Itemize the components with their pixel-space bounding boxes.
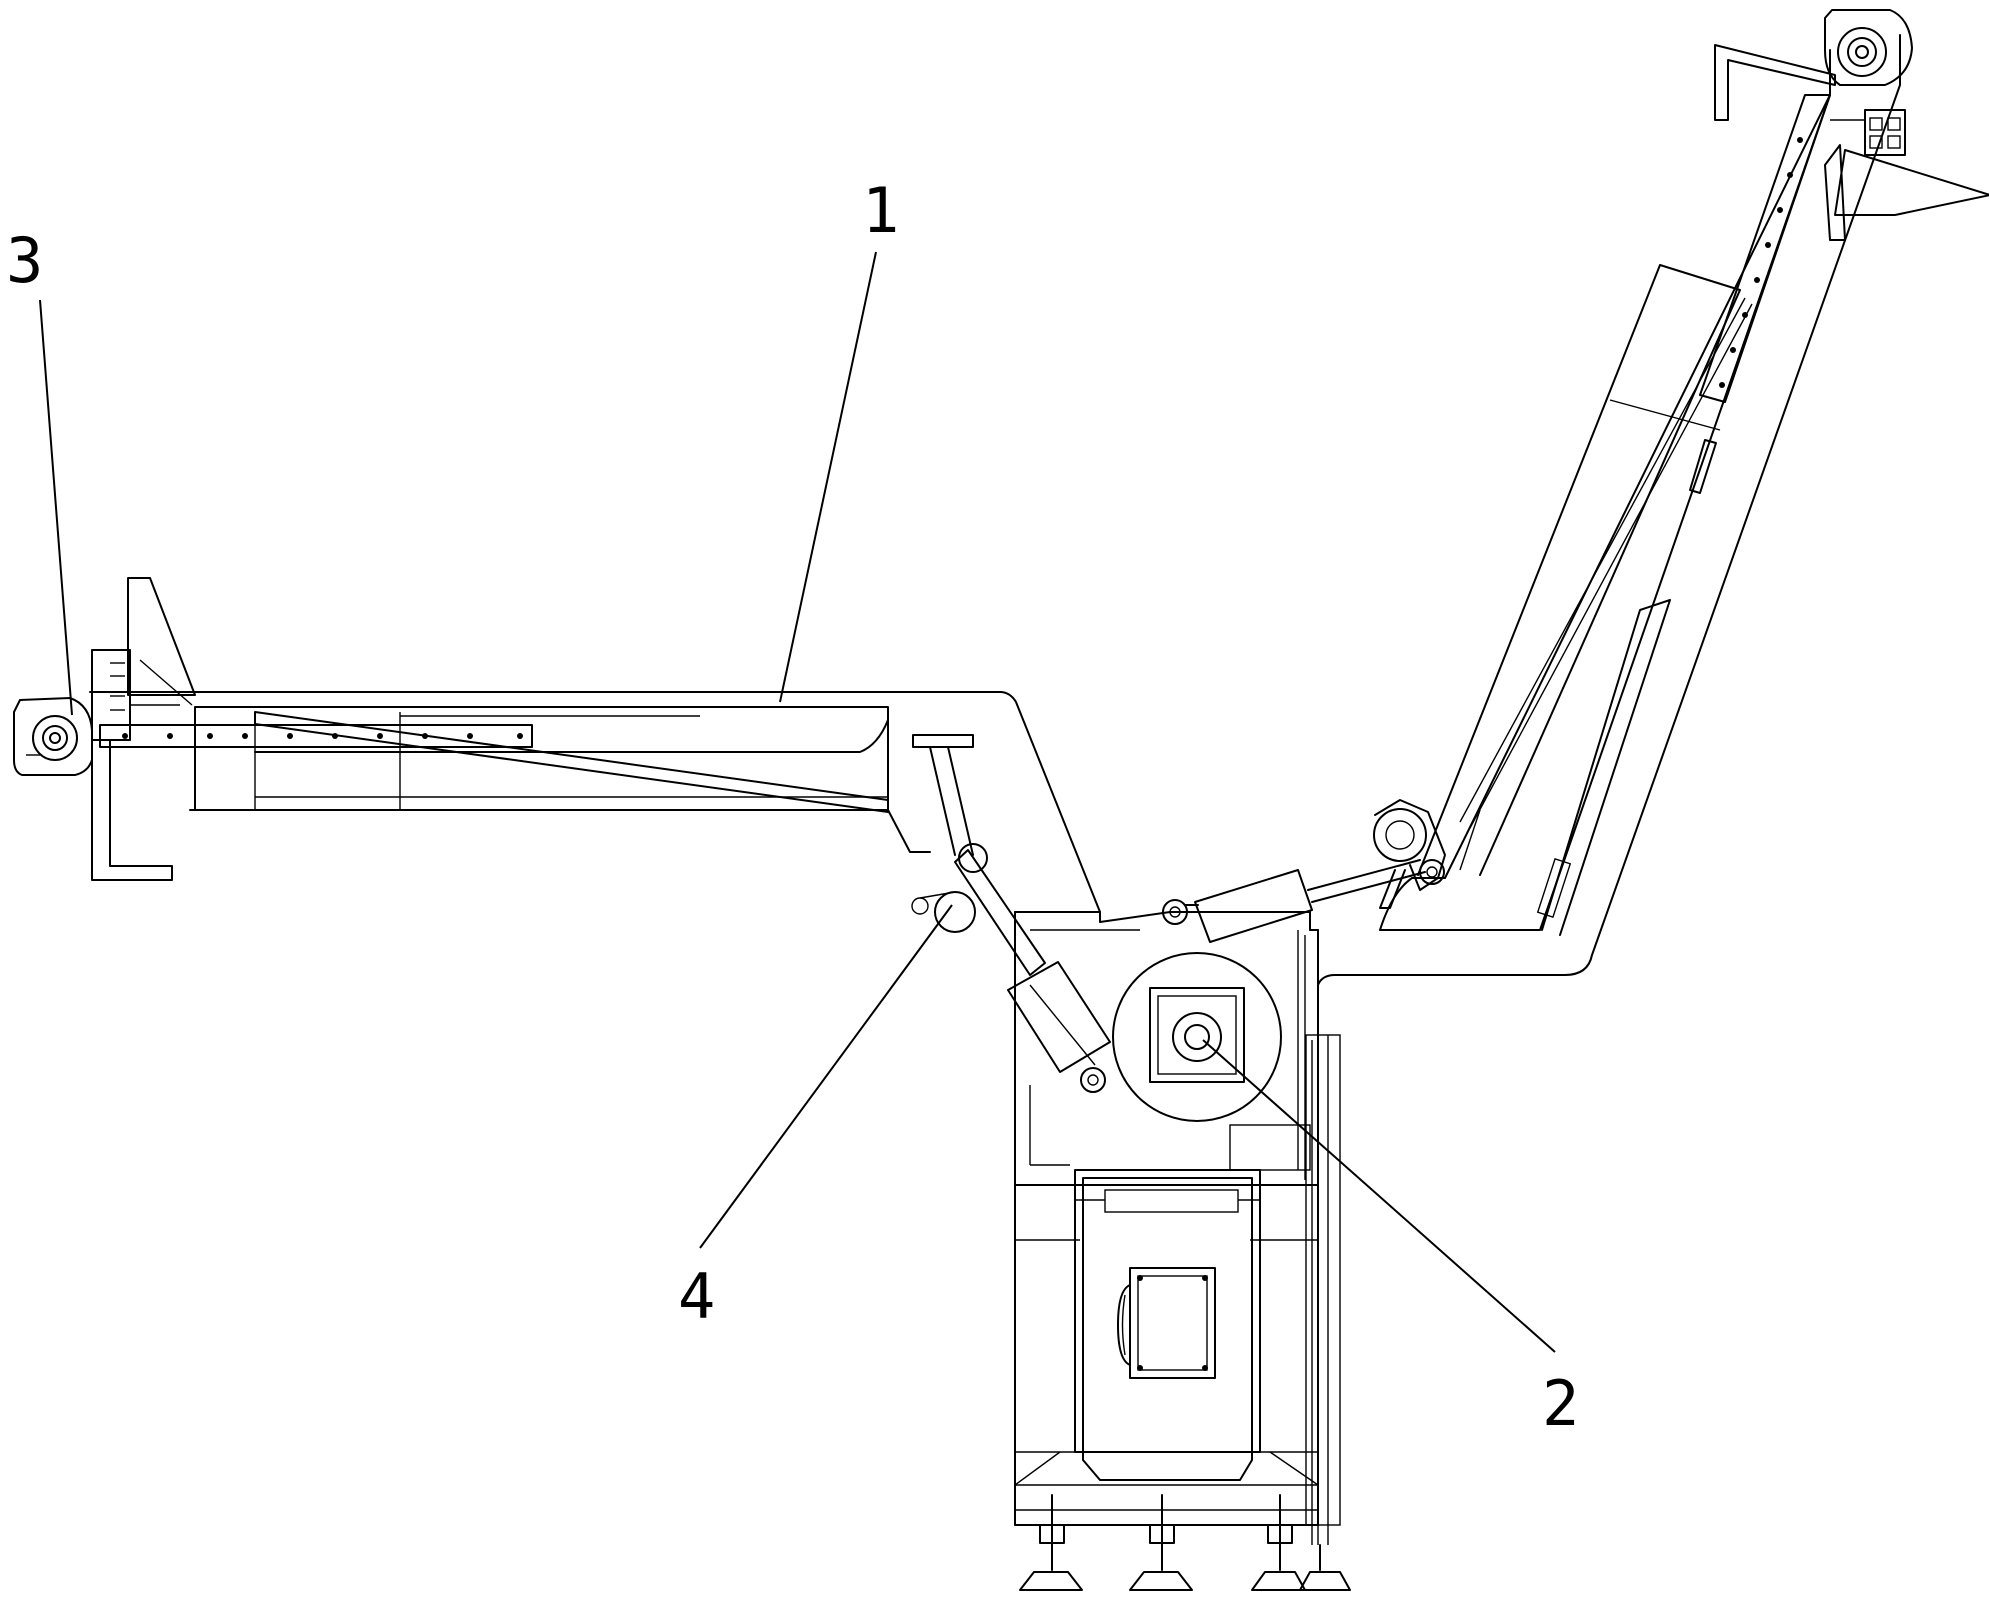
foot — [1251, 1494, 1306, 1591]
callout-label-3: 3 — [6, 224, 43, 297]
foot — [1129, 1494, 1193, 1591]
left-drive-roller — [13, 697, 93, 776]
incline-rail-holes — [1719, 137, 1803, 388]
callout-label-4: 4 — [678, 1260, 715, 1333]
callout-3: 3 — [6, 224, 73, 716]
callout-4: 4 — [678, 904, 953, 1333]
base-frame — [1014, 911, 1341, 1545]
rail-holes — [122, 733, 523, 739]
foot — [1019, 1494, 1083, 1591]
foot — [1299, 1544, 1351, 1591]
callout-1: 1 — [779, 174, 899, 703]
callout-label-1: 1 — [862, 174, 899, 247]
leveling-feet — [1019, 1494, 1351, 1591]
right-cylinder — [1162, 799, 1446, 943]
callout-label-2: 2 — [1542, 1367, 1579, 1440]
right-inclined-conveyor — [1317, 9, 1989, 986]
callout-2: 2 — [1202, 1039, 1579, 1440]
left-conveyor-arm — [89, 577, 1101, 923]
main-drum — [1112, 952, 1282, 1122]
tensioner-assembly — [911, 734, 1111, 1093]
